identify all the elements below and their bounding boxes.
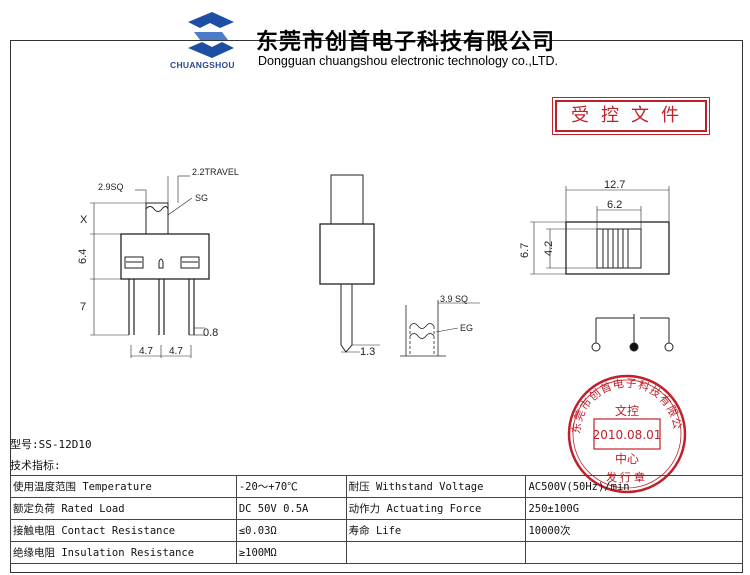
dim-7: 7 xyxy=(80,301,86,313)
table-row: 绝缘电阻 Insulation Resistance≥100MΩ xyxy=(10,541,743,564)
brand-name: CHUANGSHOU xyxy=(170,60,235,70)
table-cell xyxy=(345,541,527,564)
dim-4-7-left: 4.7 xyxy=(139,346,153,357)
side-view xyxy=(90,175,210,358)
table-cell: DC 50V 0.5A xyxy=(235,497,347,520)
table-cell: 使用温度范围 Temperature xyxy=(10,475,237,498)
dim-4-2: 4.2 xyxy=(543,241,555,256)
company-seal: 东莞市创首电子科技有限公司 文控 2010.08.01 中心 发行章 xyxy=(566,373,687,494)
company-name-en: Dongguan chuangshou electronic technolog… xyxy=(258,54,558,68)
dim-2-2-travel: 2.2TRAVEL xyxy=(192,167,239,177)
seal-line1: 文控 xyxy=(615,403,639,418)
company-logo xyxy=(188,12,234,58)
label-sg: SG xyxy=(195,193,208,203)
dim-2-9sq: 2.9SQ xyxy=(98,182,124,192)
table-cell: 耐压 Withstand Voltage xyxy=(345,475,527,498)
dim-6-7: 6.7 xyxy=(519,243,531,258)
dim-12-7: 12.7 xyxy=(604,179,625,191)
spec-title: 技术指标: xyxy=(10,459,61,472)
table-cell: 额定负荷 Rated Load xyxy=(10,497,237,520)
table-cell: 250±100G xyxy=(525,497,743,520)
table-cell: AC500V(50Hz)/min xyxy=(525,475,743,498)
top-view xyxy=(530,186,670,275)
controlled-doc-stamp-border xyxy=(552,97,710,135)
table-cell: 寿命 Life xyxy=(345,519,527,542)
table-cell: 接触电阻 Contact Resistance xyxy=(10,519,237,542)
table-cell xyxy=(525,541,743,564)
seal-line3: 中心 xyxy=(615,451,639,466)
model-number: 型号:SS-12D10 xyxy=(10,438,92,451)
table-cell: ≤0.03Ω xyxy=(235,519,347,542)
dim-1-3: 1.3 xyxy=(360,346,375,358)
dim-6-4: 6.4 xyxy=(77,249,89,264)
seal-date: 2010.08.01 xyxy=(593,428,662,442)
table-cell: ≥100MΩ xyxy=(235,541,347,564)
front-view xyxy=(319,174,380,353)
circuit-schematic xyxy=(591,314,674,352)
table-cell: 绝缘电阻 Insulation Resistance xyxy=(10,541,237,564)
dim-0-8: 0.8 xyxy=(203,327,218,339)
dim-4-7-right: 4.7 xyxy=(169,346,183,357)
dim-6-2: 6.2 xyxy=(607,199,622,211)
dim-x: X xyxy=(80,214,88,226)
dim-3-9sq: 3.9 SQ xyxy=(440,294,468,304)
table-cell: -20～+70℃ xyxy=(235,475,347,498)
drawing-frame xyxy=(10,40,743,573)
table-cell: 动作力 Actuating Force xyxy=(345,497,527,520)
label-eg: EG xyxy=(460,323,473,333)
table-cell: 10000次 xyxy=(525,519,743,542)
detail-view xyxy=(400,300,480,357)
company-name-cn: 东莞市创首电子科技有限公司 xyxy=(256,30,556,55)
controlled-doc-stamp: 受控文件 xyxy=(555,100,707,132)
